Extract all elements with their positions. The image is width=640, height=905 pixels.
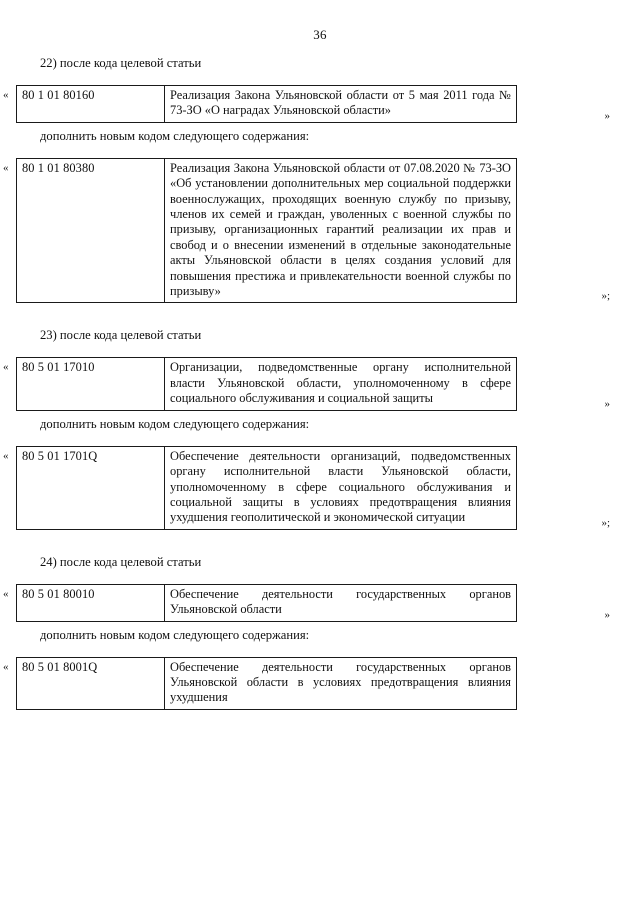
table-row: 80 1 01 80380 Реализация Закона Ульяновс… xyxy=(16,157,517,304)
code-table-23-added: 80 5 01 1701Q Обеспечение деятельности о… xyxy=(16,445,517,530)
new-article-description: Обеспечение деятельности государственных… xyxy=(164,656,517,710)
open-quote-mark: « xyxy=(3,161,9,174)
note-line-23: дополнить новым кодом следующего содержа… xyxy=(40,416,310,431)
open-quote-mark: « xyxy=(3,361,9,374)
table-row: 80 5 01 1701Q Обеспечение деятельности о… xyxy=(16,445,517,530)
quote-block-24-existing: « 80 5 01 80010 Обеспечение деятельности… xyxy=(0,583,640,622)
target-article-description: Реализация Закона Ульяновской области от… xyxy=(164,85,517,123)
table-row: 80 5 01 8001Q Обеспечение деятельности г… xyxy=(16,656,517,710)
section-heading-22: 22) после кода целевой статьи xyxy=(40,56,202,70)
open-quote-mark: « xyxy=(3,660,9,673)
section-22: 22) после кода целевой статьи « 80 1 01 … xyxy=(0,55,640,304)
quote-block-22-added: « 80 1 01 80380 Реализация Закона Ульяно… xyxy=(0,157,640,304)
close-quote-mark: » xyxy=(604,608,611,621)
table-row: 80 5 01 80010 Обеспечение деятельности г… xyxy=(16,583,517,622)
target-article-description: Организации, подведомственные органу исп… xyxy=(164,357,517,411)
table-row: 80 5 01 17010 Организации, подведомствен… xyxy=(16,357,517,411)
code-table-22-existing: 80 1 01 80160 Реализация Закона Ульяновс… xyxy=(16,85,517,123)
close-quote-mark: » xyxy=(604,109,611,122)
note-line-24: дополнить новым кодом следующего содержа… xyxy=(40,627,310,642)
new-article-description: Реализация Закона Ульяновской области от… xyxy=(164,157,517,304)
new-article-description: Обеспечение деятельности организаций, по… xyxy=(164,445,517,530)
close-quote-mark: »; xyxy=(601,290,610,303)
new-article-code: 80 5 01 1701Q xyxy=(16,445,165,530)
target-article-code: 80 5 01 17010 xyxy=(16,357,165,411)
table-row: 80 1 01 80160 Реализация Закона Ульяновс… xyxy=(16,85,517,123)
quote-block-23-added: « 80 5 01 1701Q Обеспечение деятельности… xyxy=(0,445,640,530)
close-quote-mark: » xyxy=(604,397,611,410)
open-quote-mark: « xyxy=(3,89,9,101)
section-heading-24: 24) после кода целевой статьи xyxy=(40,554,202,569)
target-article-code: 80 1 01 80160 xyxy=(16,85,165,123)
new-article-code: 80 1 01 80380 xyxy=(16,157,165,304)
code-table-24-existing: 80 5 01 80010 Обеспечение деятельности г… xyxy=(16,583,517,622)
new-article-code: 80 5 01 8001Q xyxy=(16,656,165,710)
quote-block-22-existing: « 80 1 01 80160 Реализация Закона Ульяно… xyxy=(0,85,640,123)
target-article-code: 80 5 01 80010 xyxy=(16,583,165,622)
section-24: 24) после кода целевой статьи « 80 5 01 … xyxy=(0,554,640,710)
section-23: 23) после кода целевой статьи « 80 5 01 … xyxy=(0,327,640,530)
quote-block-23-existing: « 80 5 01 17010 Организации, подведомств… xyxy=(0,357,640,411)
open-quote-mark: « xyxy=(3,449,9,462)
open-quote-mark: « xyxy=(3,587,9,600)
code-table-23-existing: 80 5 01 17010 Организации, подведомствен… xyxy=(16,357,517,411)
close-quote-mark: »; xyxy=(601,516,610,529)
page-number: 36 xyxy=(313,27,327,42)
section-heading-23: 23) после кода целевой статьи xyxy=(40,328,202,343)
note-line-22: дополнить новым кодом следующего содержа… xyxy=(40,128,310,143)
code-table-22-added: 80 1 01 80380 Реализация Закона Ульяновс… xyxy=(16,157,517,304)
quote-block-24-added: « 80 5 01 8001Q Обеспечение деятельности… xyxy=(0,656,640,710)
target-article-description: Обеспечение деятельности государственных… xyxy=(164,583,517,622)
code-table-24-added: 80 5 01 8001Q Обеспечение деятельности г… xyxy=(16,656,517,710)
